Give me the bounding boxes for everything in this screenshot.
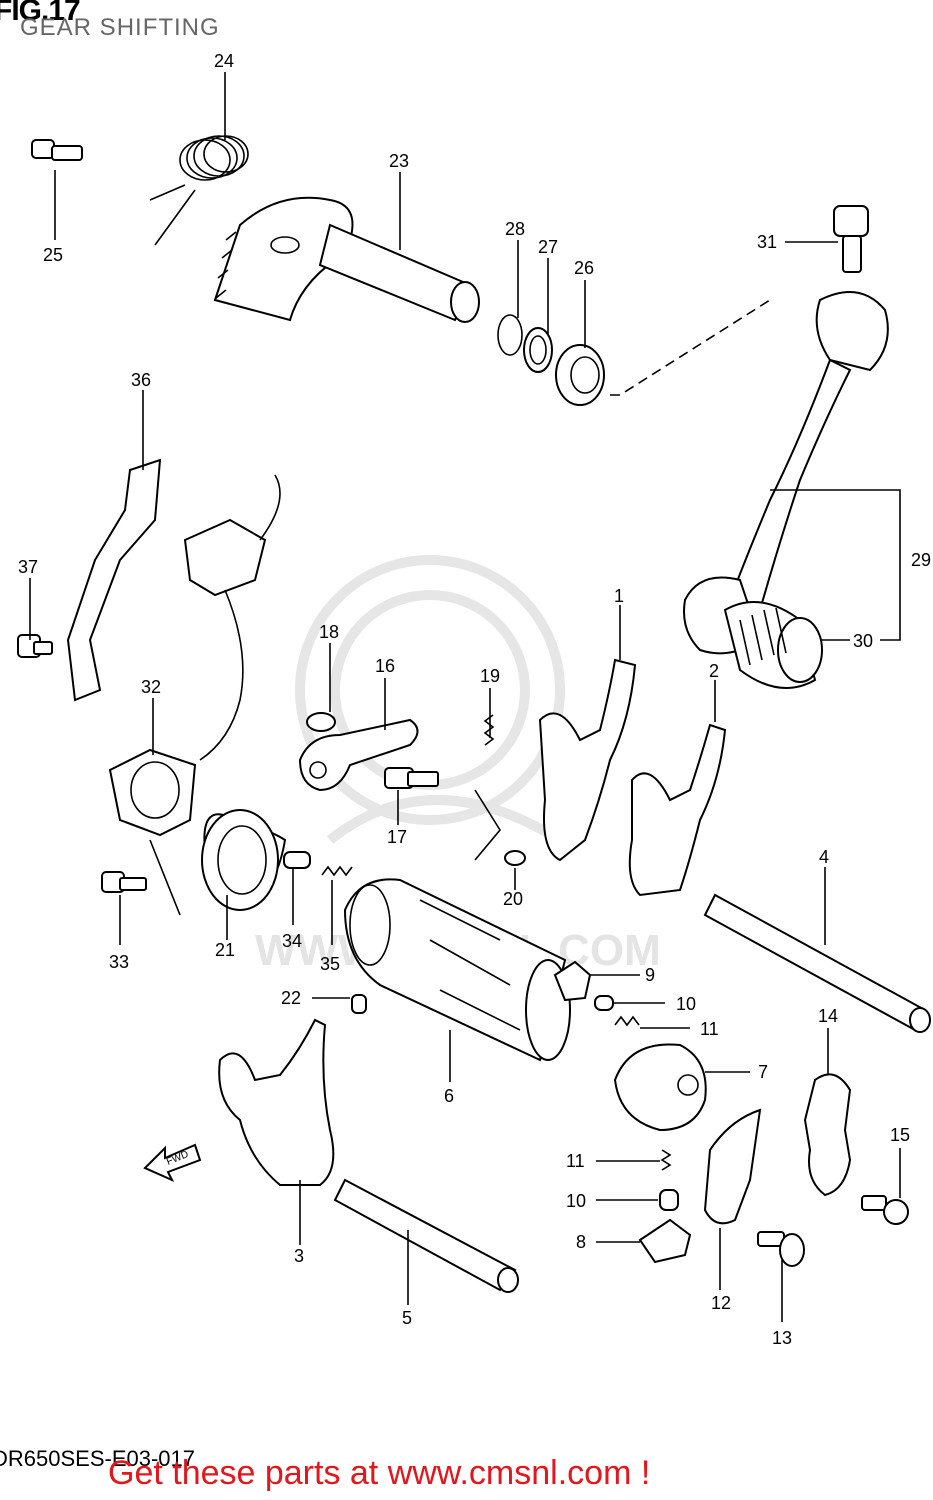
part-plate-14 (803, 1073, 852, 1197)
figure-title: FIG.17 (0, 0, 81, 27)
part-spring-19 (474, 714, 501, 861)
callout-36: 36 (131, 370, 151, 390)
callout-14: 14 (818, 1006, 838, 1026)
callout-18: 18 (319, 622, 339, 642)
callout-34: 34 (282, 931, 302, 951)
callout-31: 31 (757, 232, 777, 252)
callout-9: 9 (645, 965, 655, 985)
part-cam-plate-16 (298, 718, 419, 792)
callout-1: 1 (614, 586, 624, 606)
leader-lines (29, 72, 901, 1322)
callout-3: 3 (294, 1246, 304, 1266)
part-stopper-9 (553, 960, 592, 1002)
callout-30: 30 (853, 631, 873, 651)
part-cam-driven-gear-7 (613, 1043, 707, 1132)
part-bolt-33 (101, 839, 181, 916)
callout-20: 20 (503, 889, 523, 909)
part-stopper-8 (638, 1218, 692, 1264)
part-screw-15 (861, 1195, 909, 1225)
callout-10-lower: 10 (566, 1191, 586, 1211)
callout-12: 12 (711, 1293, 731, 1313)
part-spring-11 (614, 1015, 640, 1027)
part-gearshift-cam-6 (343, 878, 571, 1062)
callout-11-lower: 11 (566, 1151, 585, 1171)
callout-8: 8 (576, 1232, 586, 1252)
fwd-arrow-icon: FWD (143, 1143, 202, 1183)
part-fork-2 (628, 723, 727, 897)
part-fork-shaft-5 (333, 1178, 519, 1293)
callout-24: 24 (214, 51, 234, 71)
callout-15: 15 (890, 1125, 910, 1145)
callout-21: 21 (215, 940, 235, 960)
part-screw-13 (757, 1231, 805, 1267)
callout-32: 32 (141, 677, 161, 697)
part-cam-stopper-21 (201, 809, 287, 911)
callout-5: 5 (402, 1308, 412, 1328)
part-plate-12 (703, 1108, 762, 1225)
callout-13: 13 (772, 1328, 792, 1348)
part-pin-34 (283, 851, 311, 869)
part-spring-35 (321, 865, 353, 877)
part-spring-24 (149, 135, 249, 246)
callout-11: 11 (700, 1019, 719, 1039)
callout-33: 33 (109, 952, 129, 972)
callout-27: 27 (538, 237, 558, 257)
part-bolt-17 (384, 767, 439, 789)
diagram-code: DR650SES-E03-017 (0, 1446, 196, 1471)
callout-2: 2 (709, 661, 719, 681)
part-pin-10-lower (659, 1189, 679, 1211)
callout-25: 25 (43, 245, 63, 265)
callout-17: 17 (387, 827, 407, 847)
callout-26: 26 (574, 258, 594, 278)
callout-22: 22 (281, 988, 301, 1008)
callout-29: 29 (911, 550, 931, 570)
part-pin-22 (351, 994, 367, 1014)
callout-28: 28 (505, 219, 525, 239)
part-fork-3 (218, 1018, 335, 1186)
callout-35: 35 (320, 954, 340, 974)
callout-4: 4 (819, 847, 829, 867)
callout-6: 6 (444, 1086, 454, 1106)
part-fork-shaft-4 (703, 893, 931, 1033)
part-pin-10 (594, 995, 614, 1011)
promo-link[interactable]: Get these parts at www.cmsnl.com ! (108, 1454, 651, 1492)
callout-19: 19 (480, 666, 500, 686)
part-bolt-31 (833, 205, 869, 273)
part-switch-32 (108, 748, 197, 837)
part-fork-1 (538, 658, 637, 862)
part-washer-27 (523, 327, 553, 373)
callout-16: 16 (375, 656, 395, 676)
part-bolt-37 (17, 634, 53, 658)
part-spring-11-lower (660, 1149, 672, 1171)
part-washer-18 (306, 712, 336, 732)
callout-23: 23 (389, 151, 409, 171)
part-pin-20 (504, 850, 526, 866)
callout-37: 37 (18, 557, 38, 577)
callout-10: 10 (676, 994, 696, 1014)
part-footpeg-rubber-30 (723, 601, 823, 689)
part-shift-shaft-23 (213, 196, 480, 323)
part-plate-36 (66, 458, 162, 702)
part-shift-lever-29 (683, 291, 889, 655)
part-circlip-28 (497, 314, 523, 356)
part-switch-wire (183, 474, 281, 761)
callout-7: 7 (758, 1062, 768, 1082)
part-oil-seal-26 (555, 344, 605, 406)
figure-subtitle: GEAR SHIFTING (20, 14, 220, 41)
part-bolt-25 (31, 139, 83, 161)
callout-labels: 1 2 3 4 5 6 7 8 9 10 10 11 11 12 13 14 1… (18, 51, 931, 1348)
